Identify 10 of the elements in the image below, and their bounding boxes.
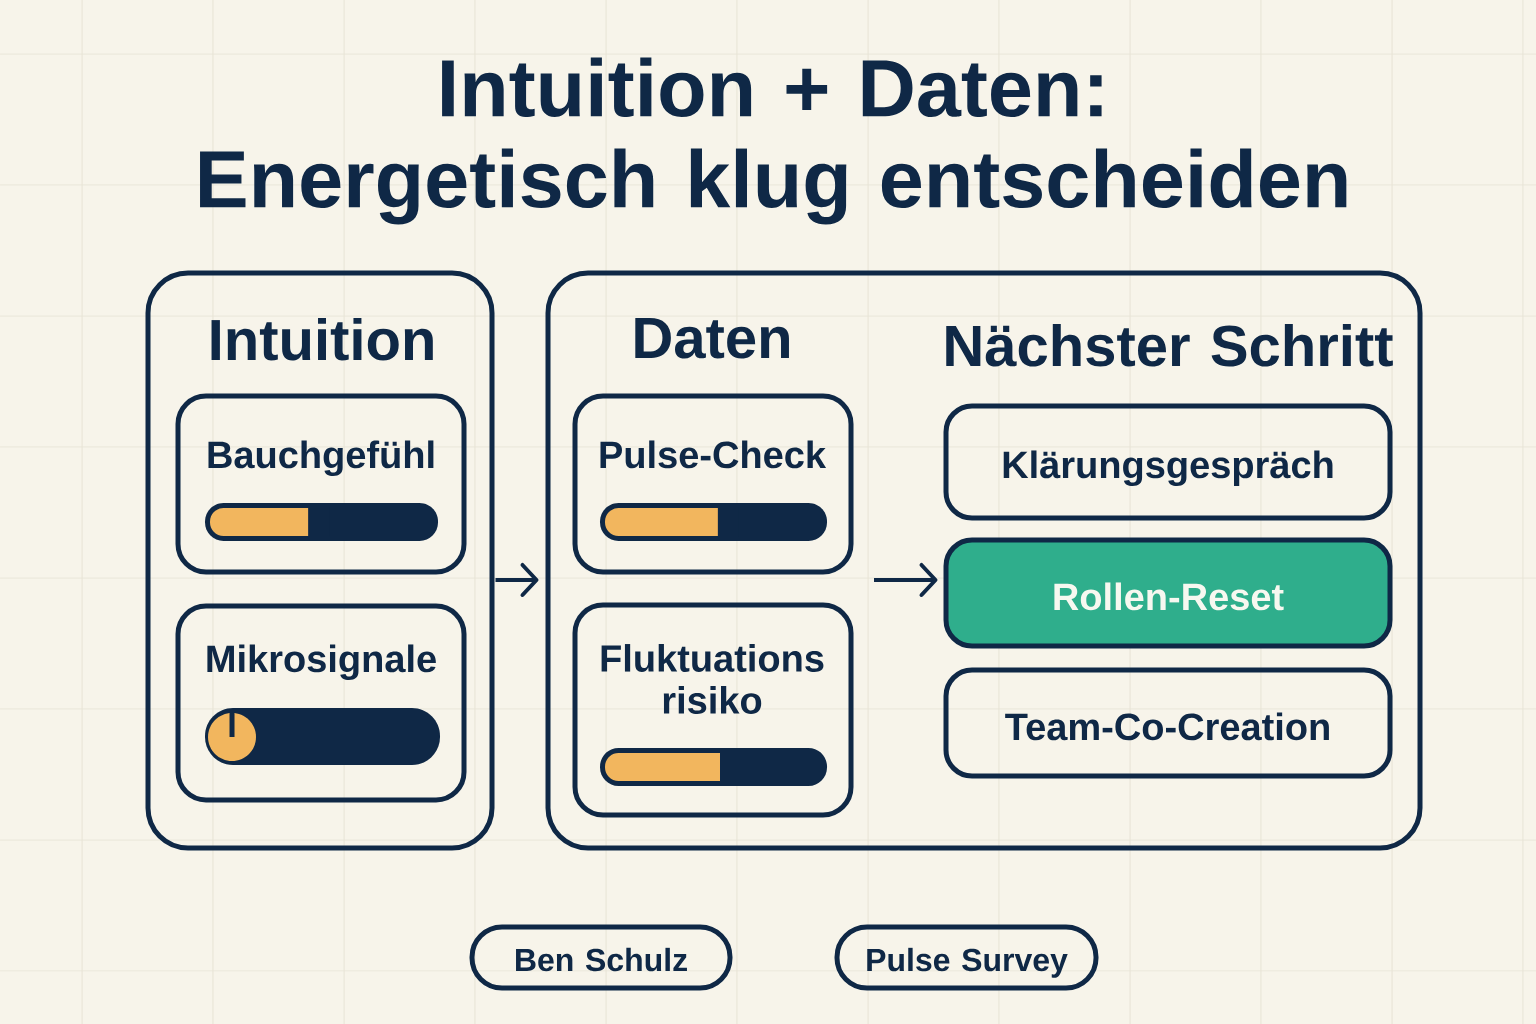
card: Bauchgefühl: [175, 393, 467, 575]
tag-pill: Ben Schulz: [469, 924, 733, 991]
option-box: Team-Co-Creation: [943, 667, 1393, 779]
option-box: Klärungsgespräch: [943, 403, 1393, 521]
tag-pill: Pulse Survey: [834, 924, 1099, 991]
card: Pulse-Check: [572, 393, 854, 575]
title: Intuition + Daten: Energetisch klug entscheiden: [200, 57, 1347, 225]
highlighted-option-box: Rollen-Reset: [943, 537, 1393, 649]
card: Mikrosignale: [175, 603, 467, 803]
card: Fluktuations risiko: [572, 602, 854, 818]
